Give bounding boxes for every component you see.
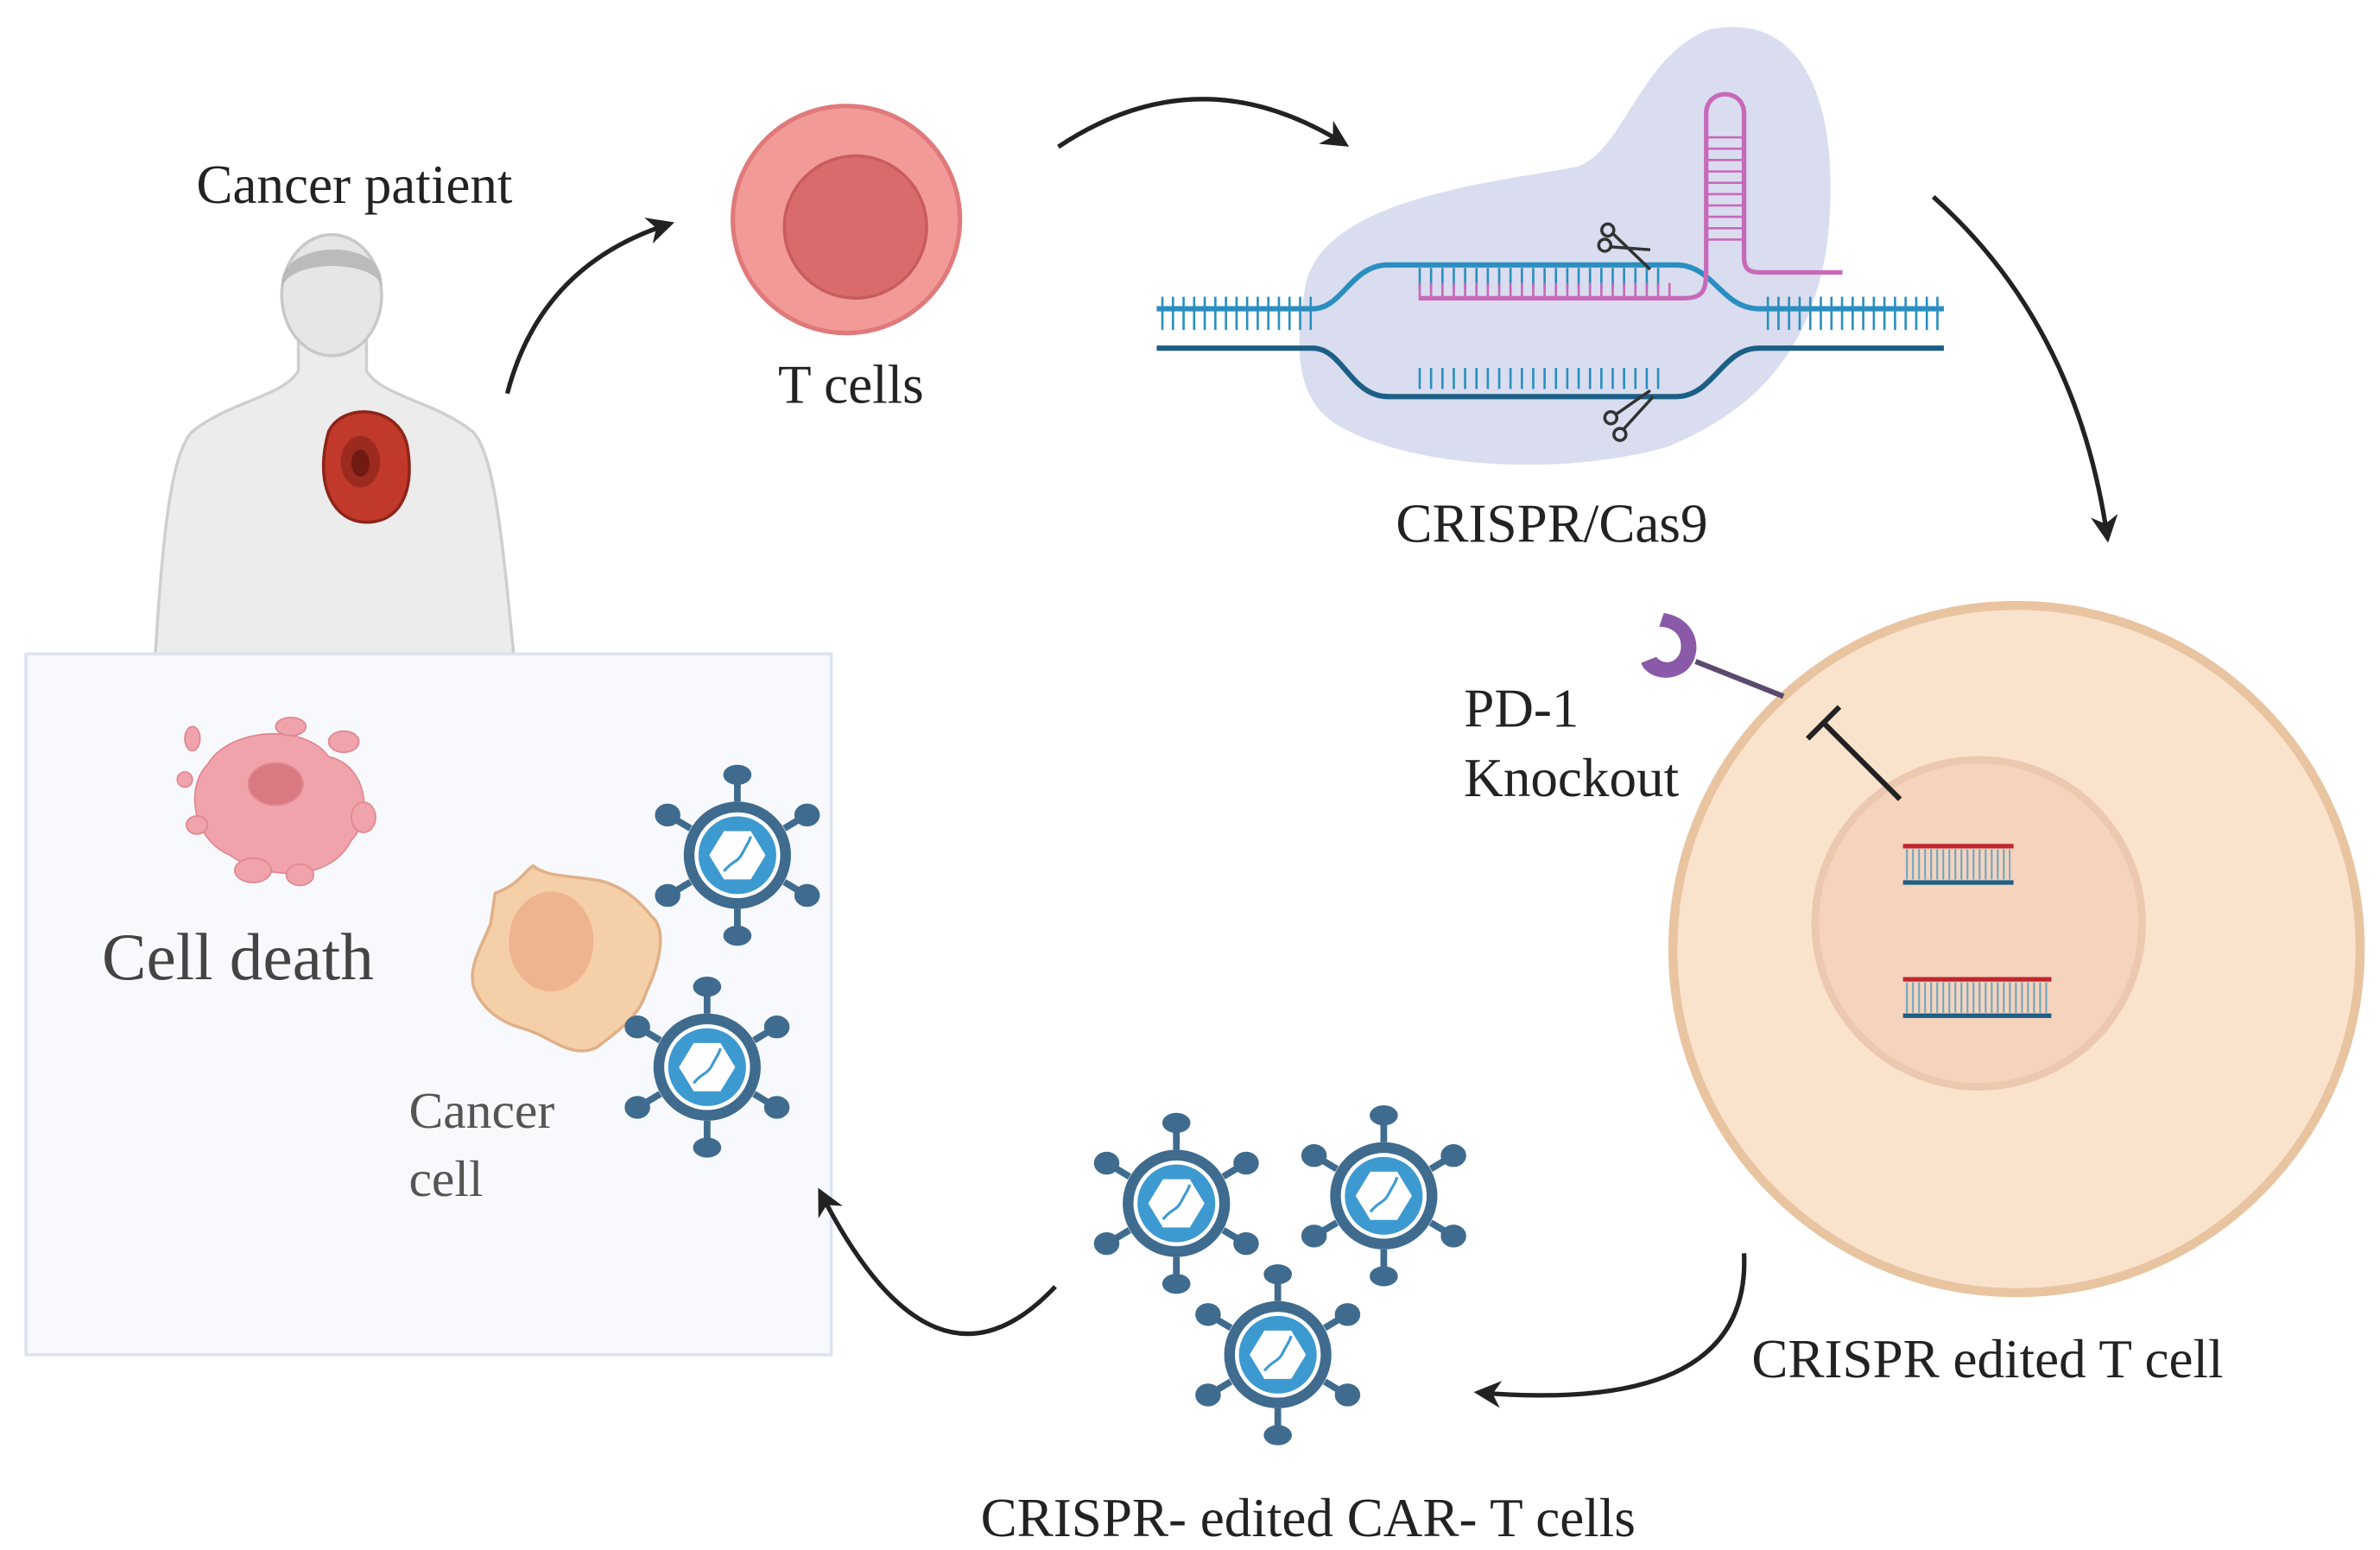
- arrow-car-t-to-cancer: [818, 1187, 1057, 1337]
- cancer-patient-label: Cancer patient: [196, 155, 513, 215]
- arrow-patient-to-tcells: [504, 218, 675, 395]
- pd1-receptor-icon: [1641, 612, 1785, 699]
- arrow-edited-to-car-t: [1473, 1253, 1747, 1408]
- pd1-label-line1: PD-1: [1464, 678, 1579, 738]
- cell-death-panel: [24, 652, 833, 1357]
- scissors-icon: [1597, 222, 1652, 271]
- cancer-cell-label-line2: cell: [408, 1150, 483, 1207]
- inhibition-icon: [1806, 705, 1902, 801]
- dead-cell-debris-icon: [176, 717, 377, 887]
- scissors-icon: [1603, 389, 1655, 442]
- crispr-cas9-icon: [1156, 27, 1944, 465]
- dna-icon: [1902, 844, 2014, 885]
- crispr-cas9-label: CRISPR/Cas9: [1396, 494, 1707, 554]
- pd1-label-line2: Knockout: [1464, 748, 1679, 808]
- tumor-icon: [321, 410, 411, 524]
- edited-t-cell-icon: [1668, 600, 2365, 1298]
- dna-icon: [1902, 977, 2052, 1018]
- cancer-cell-label-line1: Cancer: [408, 1082, 554, 1139]
- arrow-tcells-to-crispr: [1057, 97, 1350, 149]
- car-t-cell-icon: [1095, 1114, 1258, 1294]
- crispr-edited-car-t-label: CRISPR- edited CAR- T cells: [981, 1488, 1636, 1548]
- car-t-cell-icon: [1302, 1106, 1465, 1286]
- t-cells-label: T cells: [778, 354, 924, 414]
- t-cell-icon: [730, 104, 963, 336]
- cancer-cell-icon: [471, 864, 662, 1053]
- arrow-crispr-to-edited: [1931, 194, 2118, 543]
- car-t-cell-icon: [1196, 1265, 1359, 1445]
- cell-death-label: Cell death: [102, 920, 374, 994]
- crispr-edited-t-cell-label: CRISPR edited T cell: [1751, 1329, 2223, 1389]
